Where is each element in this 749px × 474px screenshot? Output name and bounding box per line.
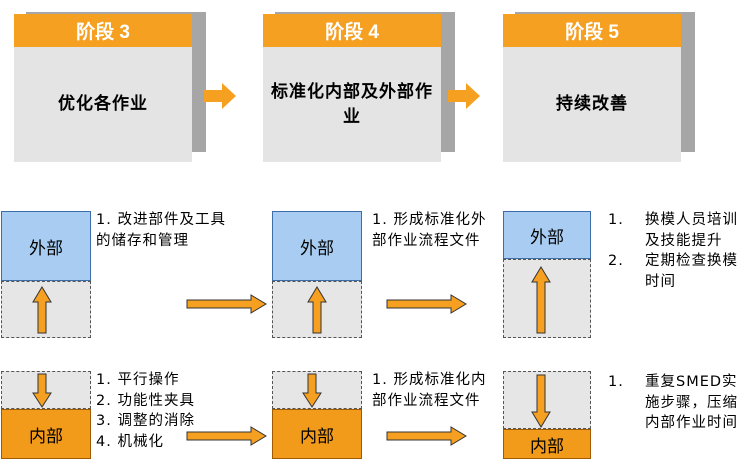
stage-3-internal-notes: 1. 平行操作 2. 功能性夹具 3. 调整的消除 4. 机械化 (96, 370, 236, 452)
stage-5-label: 阶段 5 (565, 22, 619, 43)
stage-3-internal-note-4: 4. 机械化 (96, 433, 164, 450)
stage-5-internal-label: 内部 (530, 436, 564, 457)
stage-4-up-arrow (307, 286, 327, 334)
stage-3-down-arrow (32, 373, 52, 408)
stage-4-internal-notes: 1. 形成标准化内部作业流程文件 (372, 370, 500, 411)
stage-3-internal-label: 内部 (29, 426, 63, 447)
stage-5-up-arrow (531, 266, 551, 334)
stage-5-body: 持续改善 (503, 47, 681, 162)
stage-5-internal-box: 内部 (503, 429, 591, 459)
stage-3-external-notes: 1. 改进部件及工具的储存和管理 (96, 210, 236, 251)
top-arrow-4-5 (386, 294, 467, 314)
stage-4-internal-label: 内部 (300, 426, 334, 447)
stage-5-internal-gap (503, 371, 591, 429)
stage-4-external-box: 外部 (272, 211, 362, 281)
stage-4-down-arrow (302, 373, 322, 408)
stage-4-internal-note: 1. 形成标准化内部作业流程文件 (372, 372, 487, 409)
stage-arrow-4-5 (448, 83, 480, 109)
stage-4-external-note: 1. 形成标准化外部作业流程文件 (372, 212, 487, 249)
stage-3-label: 阶段 3 (76, 22, 130, 43)
stage-5-down-arrow (531, 374, 551, 428)
bottom-arrow-3-4 (186, 426, 267, 446)
stage-3-internal-box: 内部 (1, 409, 91, 459)
stage-3-external-label: 外部 (29, 238, 63, 259)
stage-4-label: 阶段 4 (325, 22, 379, 43)
stage-3-internal-note-3: 3. 调整的消除 (96, 413, 195, 430)
stage-5-external-notes: 1. 换模人员培训及技能提升 2. 定期检查换模时间 (608, 210, 743, 292)
stage-4-internal-gap (272, 371, 362, 409)
stage-3-internal-note-2: 2. 功能性夹具 (96, 392, 195, 409)
stage-4-body: 标准化内部及外部作业 (263, 47, 441, 162)
stage-3-title: 优化各作业 (58, 94, 148, 115)
top-arrow-3-4 (186, 294, 267, 314)
stage-5-external-label: 外部 (530, 227, 564, 248)
stage-5-external-box: 外部 (503, 211, 591, 259)
stage-arrow-3-4 (204, 83, 236, 109)
stage-5-header: 阶段 5 (503, 14, 681, 47)
stage-4-external-notes: 1. 形成标准化外部作业流程文件 (372, 210, 500, 251)
bottom-arrow-4-5 (386, 426, 467, 446)
stage-3-body: 优化各作业 (14, 47, 192, 162)
stage-5-external-note-2: 2. 定期检查换模时间 (608, 253, 738, 290)
stage-5-title: 持续改善 (556, 94, 628, 115)
stage-4-header: 阶段 4 (263, 14, 441, 47)
stage-5-external-gap (503, 259, 591, 338)
stage-3-header: 阶段 3 (14, 14, 192, 47)
stage-3-up-arrow (32, 286, 52, 334)
stage-4-external-label: 外部 (300, 238, 334, 259)
stage-3-external-note: 1. 改进部件及工具的储存和管理 (96, 212, 226, 249)
stage-3-internal-note-1: 1. 平行操作 (96, 372, 180, 388)
stage-5-internal-notes: 1. 重复SMED实施步骤，压缩内部作业时间 (608, 372, 743, 434)
stage-5-external-note-1: 1. 换模人员培训及技能提升 (608, 212, 738, 249)
stage-3-external-box: 外部 (1, 211, 91, 281)
stage-5-internal-note-1: 1. 重复SMED实施步骤，压缩内部作业时间 (608, 374, 738, 432)
stage-4-title: 标准化内部及外部作业 (271, 81, 433, 127)
stage-4-internal-box: 内部 (272, 409, 362, 459)
